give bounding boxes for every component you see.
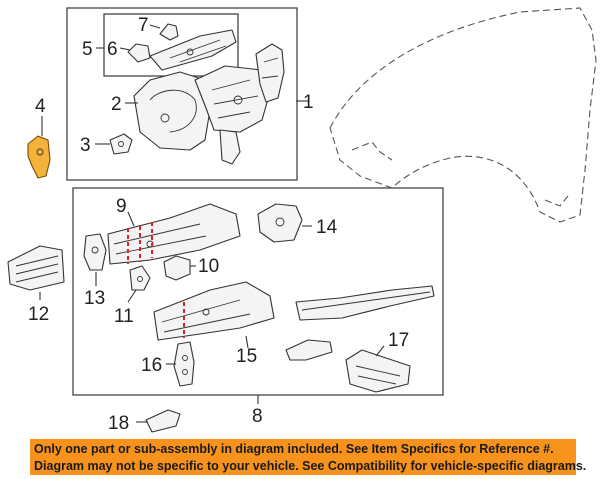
callout-15: 15 [236, 346, 257, 367]
callout-14: 14 [316, 217, 338, 238]
disclaimer-line-2: Diagram may not be specific to your vehi… [34, 459, 587, 473]
upper-rail-member [149, 29, 237, 71]
disclaimer-line-1: Only one part or sub-assembly in diagram… [34, 442, 554, 456]
part-15-rail-assembly [153, 281, 275, 341]
fender-outline [329, 7, 597, 223]
part-14-bracket [257, 203, 303, 243]
part-11-bracket [129, 265, 151, 291]
callout-4: 4 [35, 96, 46, 117]
part-17-bracket [345, 349, 411, 393]
callout-16: 16 [141, 355, 162, 376]
rear-rail-extension [295, 285, 435, 321]
callout-11: 11 [114, 306, 134, 327]
callout-10: 10 [198, 256, 219, 277]
part-16-plate [173, 341, 195, 387]
callout-6: 6 [107, 39, 118, 60]
part-2-wheelhouse [133, 71, 211, 151]
callout-5: 5 [82, 39, 93, 60]
lower-apron-leg [219, 129, 241, 165]
part-13-plate [83, 233, 107, 271]
upper-side-bracket [255, 43, 285, 103]
callout-1: 1 [303, 92, 314, 113]
callout-2: 2 [111, 94, 122, 115]
part-4-reinforcement [27, 135, 51, 179]
callout-8: 8 [252, 406, 263, 427]
disclaimer-banner: Only one part or sub-assembly in diagram… [30, 439, 587, 475]
callout-3: 3 [80, 135, 91, 156]
callout-18: 18 [108, 413, 129, 434]
callout-17: 17 [388, 330, 409, 351]
part-6-bracket [127, 43, 151, 63]
part-3-bracket [109, 133, 133, 155]
part-10-bracket [163, 255, 191, 281]
callout-13: 13 [84, 288, 105, 309]
upper-assembly-box [66, 7, 298, 181]
apron-panel [194, 65, 271, 133]
part-7-bracket [159, 23, 179, 41]
part-12-tie-bar [7, 245, 65, 291]
callout-7: 7 [138, 15, 149, 36]
part-18-bracket [145, 409, 181, 433]
part-9-front-rail [107, 203, 241, 265]
callout-9: 9 [116, 196, 127, 217]
callout-12: 12 [28, 304, 49, 325]
center-bracket [285, 339, 333, 361]
